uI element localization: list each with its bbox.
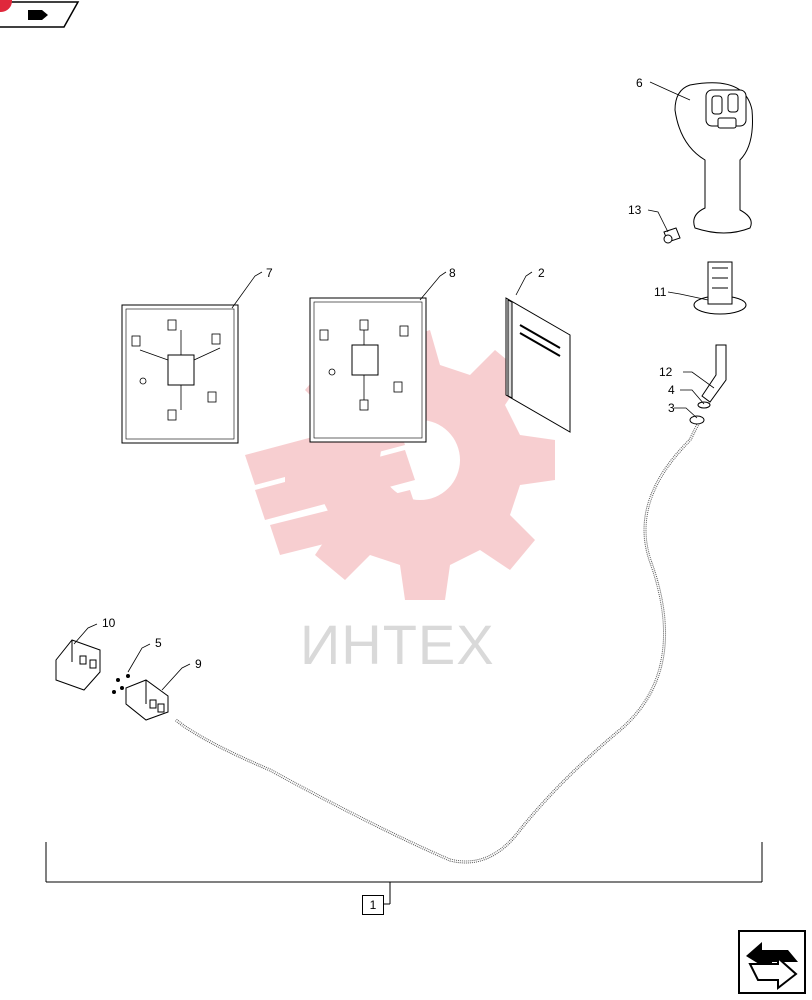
connector-housing <box>55 639 101 691</box>
callout-3[interactable]: 3 <box>668 401 675 415</box>
watermark-text: ИНТЕХ <box>300 613 495 676</box>
callout-6[interactable]: 6 <box>636 76 643 90</box>
section-tab[interactable] <box>0 0 80 28</box>
cable-sleeve <box>701 344 727 403</box>
gaiter-boot <box>693 261 747 315</box>
arrow-back-icon <box>748 955 798 991</box>
decal-7 <box>121 304 239 444</box>
callout-10[interactable]: 10 <box>102 616 116 630</box>
operator-manual <box>505 297 571 433</box>
arrow-next-icon <box>746 942 798 972</box>
callout-12[interactable]: 12 <box>659 365 673 379</box>
callout-9[interactable]: 9 <box>195 657 202 671</box>
assembly-bracket <box>45 842 763 905</box>
book-arrow-icon <box>28 10 48 20</box>
callout-4[interactable]: 4 <box>668 383 675 397</box>
callout-11[interactable]: 11 <box>654 285 667 299</box>
callout-13[interactable]: 13 <box>628 203 642 217</box>
callout-2[interactable]: 2 <box>538 266 545 280</box>
decal-8 <box>309 297 427 443</box>
callout-5[interactable]: 5 <box>155 636 162 650</box>
joystick-handle <box>674 82 753 234</box>
callout-8[interactable]: 8 <box>449 266 456 280</box>
next-page-button[interactable] <box>738 930 806 994</box>
leader-lines <box>73 81 715 691</box>
callout-7[interactable]: 7 <box>266 266 273 280</box>
callout-1[interactable]: 1 <box>362 895 384 915</box>
washers <box>689 401 711 425</box>
connector-pins <box>112 674 130 694</box>
connector-plug <box>125 679 169 721</box>
screw <box>663 227 681 244</box>
